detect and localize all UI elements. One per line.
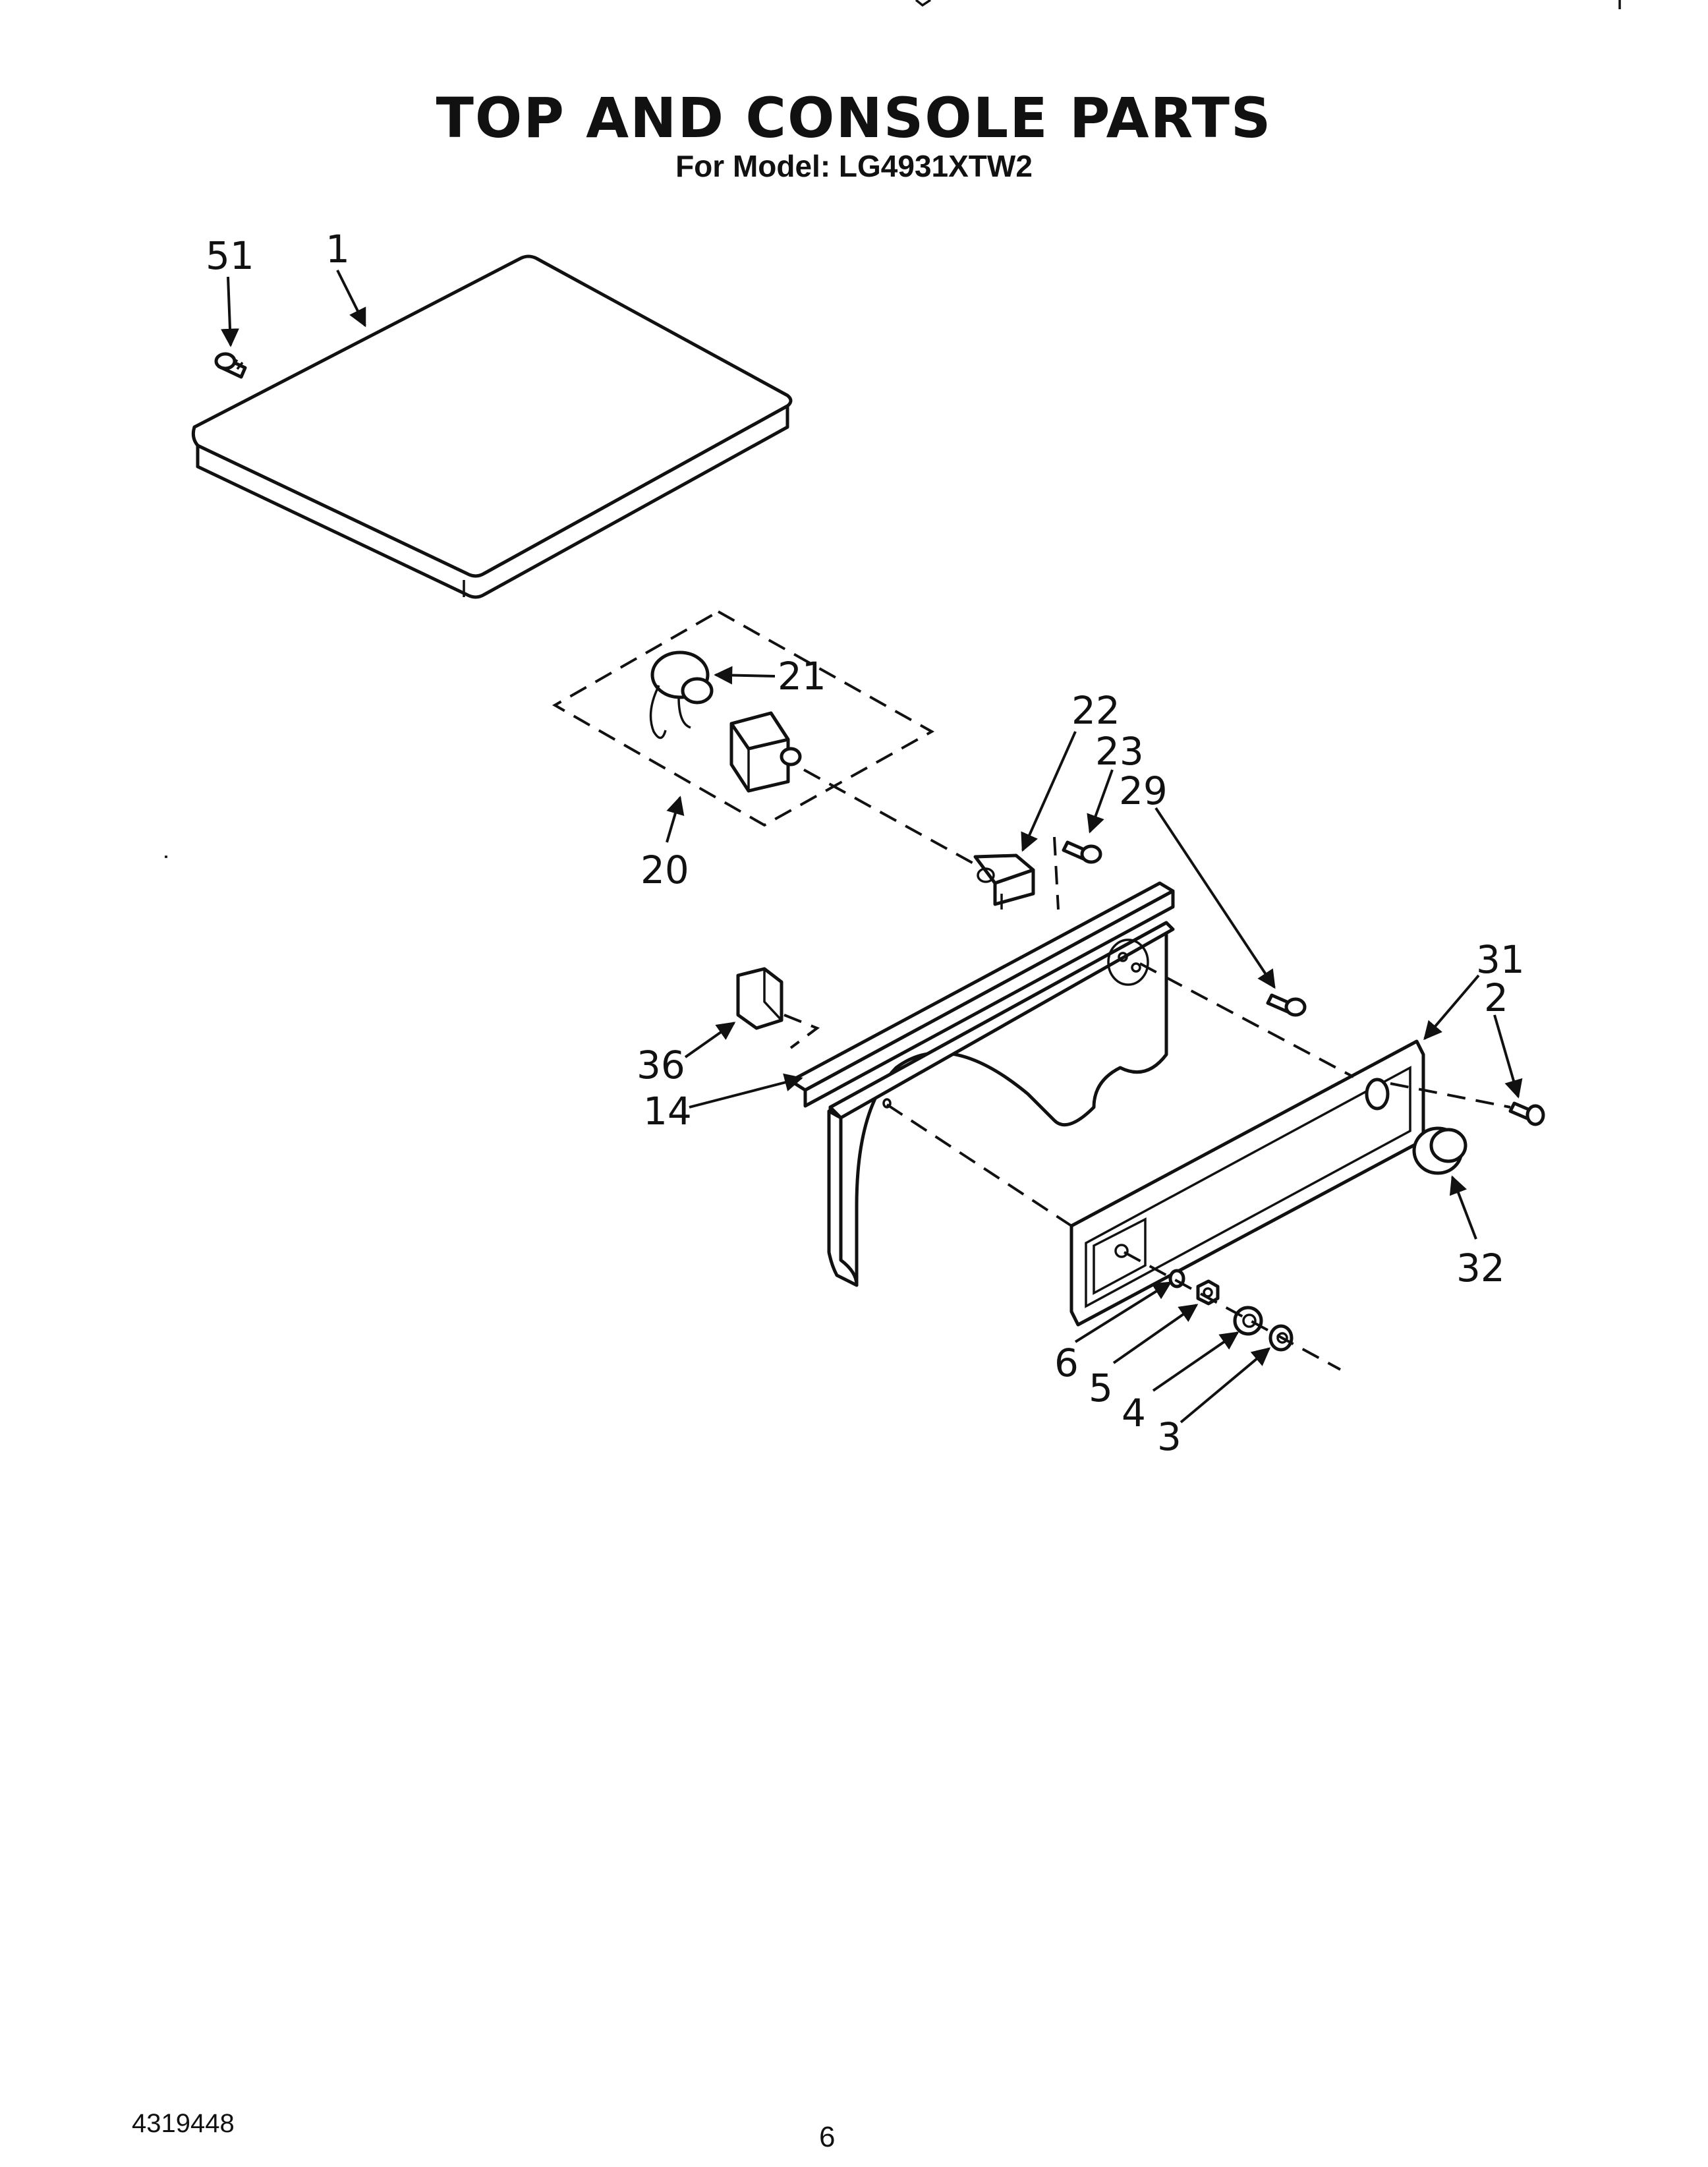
top-panel [191, 254, 793, 599]
console-14 [789, 881, 1175, 1287]
callout-22: 22 [1071, 688, 1120, 733]
screw-2 [1508, 1101, 1545, 1126]
timer-group-20 [552, 610, 935, 827]
screw-51 [214, 352, 247, 379]
callout-21: 21 [778, 654, 826, 699]
callout-36: 36 [637, 1043, 685, 1087]
callout-29: 29 [1119, 768, 1168, 813]
callout-31: 31 [1476, 937, 1525, 982]
model-subtitle: For Model: LG4931XTW2 [675, 149, 1033, 183]
callout-20: 20 [640, 848, 689, 892]
page-title: TOP AND CONSOLE PARTS [436, 86, 1272, 150]
screw-23 [1062, 840, 1102, 864]
callout-3: 3 [1157, 1414, 1181, 1459]
callout-5: 5 [1089, 1366, 1113, 1410]
timer-body [729, 711, 802, 793]
control-panel-31 [1069, 1039, 1425, 1327]
callout-2: 2 [1484, 975, 1508, 1020]
page-number: 6 [819, 2121, 836, 2153]
callout-1: 1 [326, 227, 350, 272]
scan-marks [165, 0, 1621, 858]
screw-29 [1266, 993, 1307, 1017]
knob-32 [1412, 1126, 1467, 1175]
callout-14: 14 [643, 1089, 692, 1134]
timer-motor-21 [649, 650, 714, 739]
bracket-22 [973, 853, 1035, 910]
leader-lines [221, 270, 1523, 1424]
callout-4: 4 [1122, 1391, 1146, 1435]
document-number: 4319448 [132, 2109, 235, 2138]
bushing-4 [1233, 1306, 1263, 1336]
callout-23: 23 [1095, 729, 1144, 774]
callout-labels: 51 1 21 20 22 23 29 31 2 36 14 32 6 5 4 … [206, 227, 1525, 1459]
callout-51: 51 [206, 233, 254, 278]
switch-36 [736, 967, 783, 1030]
callout-6: 6 [1054, 1341, 1079, 1385]
callout-32: 32 [1456, 1246, 1505, 1290]
timer-shaft-axis [803, 768, 981, 869]
